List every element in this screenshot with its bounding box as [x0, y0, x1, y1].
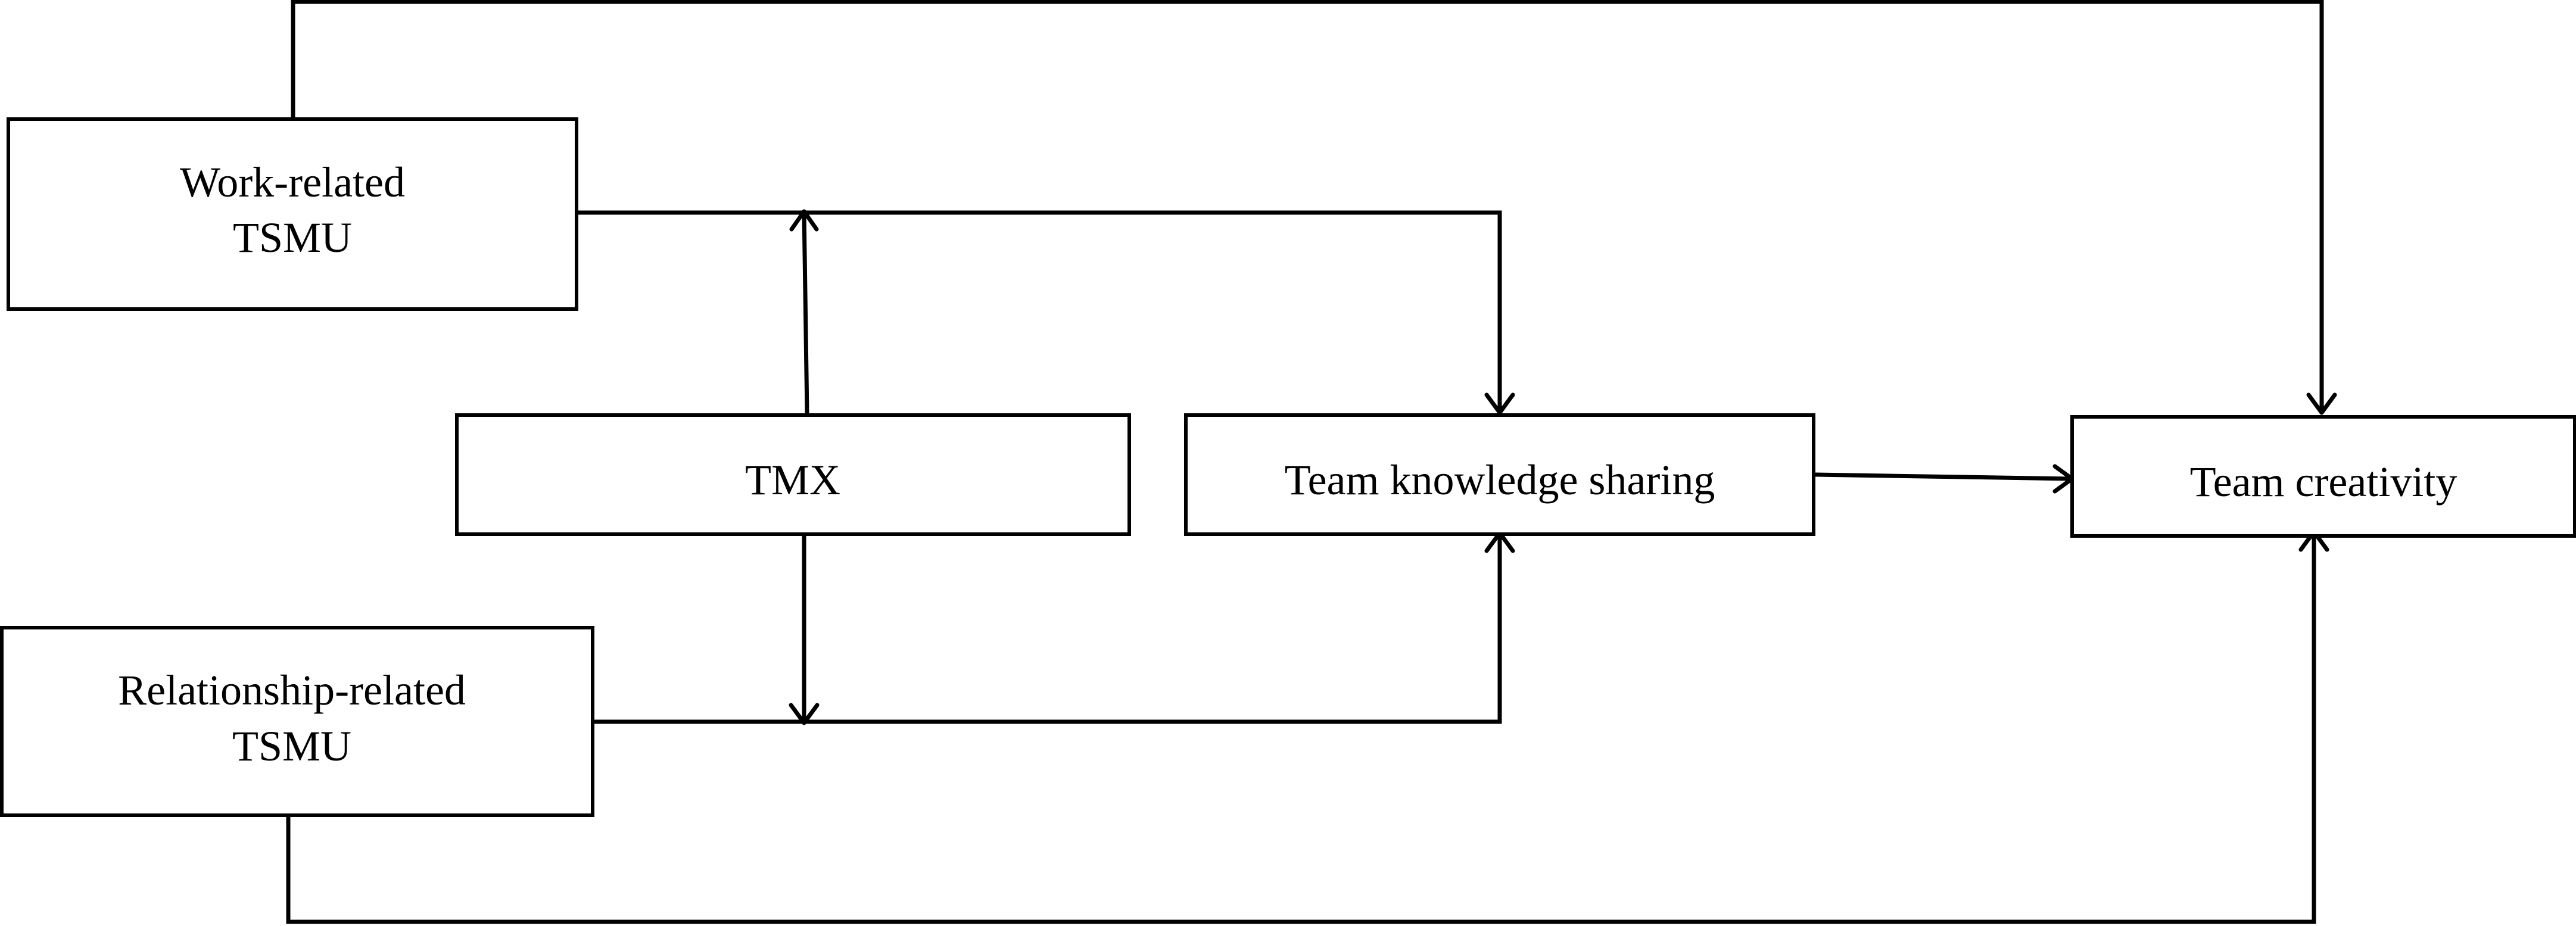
node-work-related-tsmu-line2: TSMU: [233, 214, 352, 261]
node-tmx-label: TMX: [745, 456, 840, 504]
node-tmx: TMX: [455, 413, 1131, 536]
edge-relationship-tsmu-to-knowledge-sharing: [593, 531, 1515, 724]
node-relationship-related-tsmu-line2: TSMU: [232, 722, 351, 770]
node-team-knowledge-sharing: Team knowledge sharing: [1184, 413, 1815, 536]
node-work-related-tsmu-line1: Work-related: [180, 158, 405, 206]
edge-tmx-moderates-work-path: [789, 209, 819, 414]
edge-work-tsmu-to-knowledge-sharing: [577, 210, 1515, 415]
edge-work-tsmu-to-creativity: [291, 0, 2337, 415]
node-team-creativity: Team creativity: [2070, 415, 2576, 538]
node-work-related-tsmu: Work-related TSMU: [7, 117, 578, 311]
node-team-knowledge-sharing-label: Team knowledge sharing: [1285, 456, 1715, 504]
edge-tmx-moderates-relationship-path: [789, 536, 820, 725]
node-relationship-related-tsmu: Relationship-related TSMU: [0, 626, 594, 817]
node-team-creativity-label: Team creativity: [2190, 458, 2457, 506]
node-relationship-related-tsmu-line1: Relationship-related: [118, 666, 466, 714]
edge-knowledge-sharing-to-creativity: [1813, 464, 2074, 494]
